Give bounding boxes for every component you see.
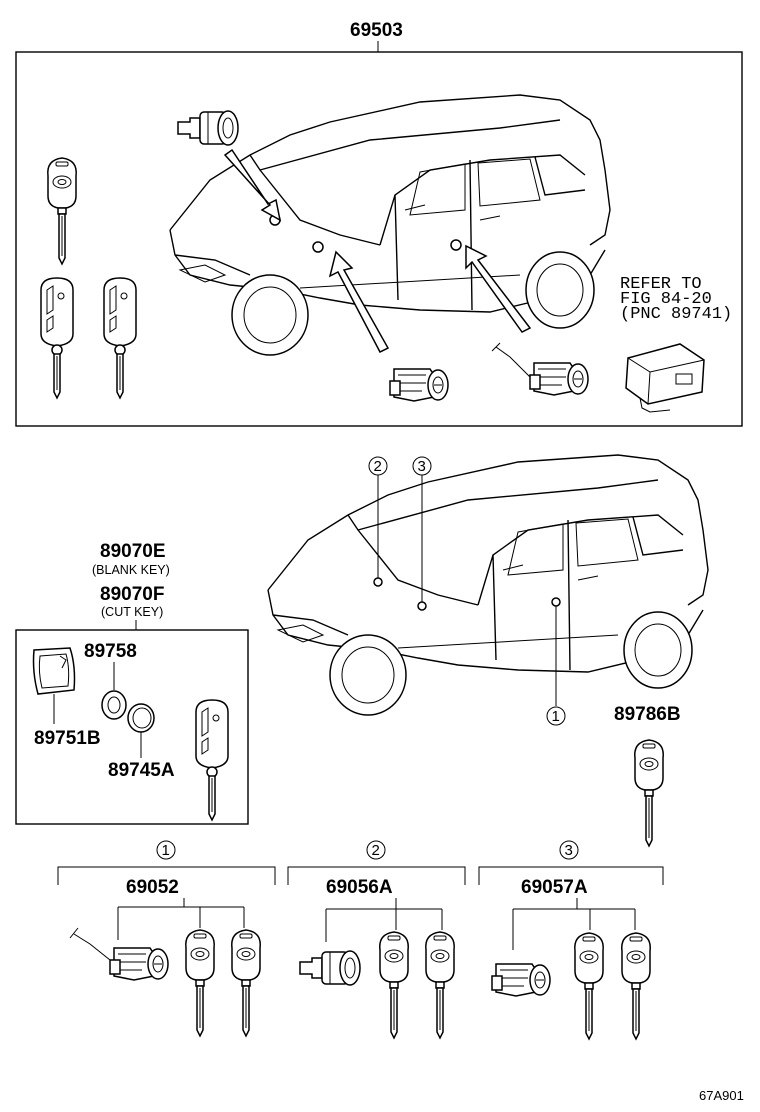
key-top	[47, 157, 77, 265]
callout-3-bottom: 3	[565, 842, 573, 859]
key-set-3-b	[621, 932, 651, 1040]
callout-2-circle	[366, 840, 386, 860]
key-set-2-b	[425, 931, 455, 1039]
callout-3-circle	[559, 840, 579, 860]
key-cover-89751b	[32, 647, 76, 695]
callout-2-top: 2	[374, 458, 382, 475]
label-69057a: 69057A	[521, 877, 588, 898]
callout-3-top: 3	[418, 458, 426, 475]
key-set-3-a	[574, 932, 604, 1040]
label-89070f: 89070F	[100, 584, 164, 605]
label-89751b: 89751B	[34, 728, 101, 749]
figure-code: 67A901	[699, 1088, 744, 1103]
glove-box-lock-cylinder	[389, 368, 449, 402]
location-dot-door	[450, 239, 462, 251]
callout-1-circle	[156, 840, 176, 860]
label-69056a: 69056A	[326, 877, 393, 898]
bracket-set-3	[478, 866, 664, 885]
ignition-cylinder-set-2	[299, 950, 361, 986]
door-lock-cylinder-set-1	[69, 927, 169, 981]
ignition-cylinder-top	[177, 110, 239, 146]
refer-note-line1: REFER TO	[620, 275, 702, 294]
bracket-set-2	[287, 866, 466, 885]
frame-89070	[15, 629, 249, 825]
callout-1-bottom: 1	[162, 842, 170, 859]
key-set-1-a	[185, 929, 215, 1037]
arrow-door	[465, 244, 532, 333]
refer-note-line3: (PNC 89741)	[620, 305, 732, 324]
callout-2-marker: 2	[368, 456, 388, 587]
remote-key-top-right	[103, 277, 137, 399]
battery-89745a	[127, 703, 155, 733]
bracket-set-1	[57, 866, 276, 885]
label-cut-key: (CUT KEY)	[101, 605, 163, 619]
label-blank-key: (BLANK KEY)	[92, 563, 170, 577]
door-lock-cylinder	[491, 342, 589, 396]
arrow-glove	[328, 250, 390, 353]
frame-69503	[15, 51, 743, 427]
label-69052: 69052	[126, 877, 179, 898]
label-89070e: 89070E	[100, 541, 166, 562]
immobiliser-ecu	[625, 343, 705, 413]
label-89758: 89758	[84, 641, 137, 662]
glove-box-lock-set-3	[491, 963, 551, 997]
key-89786b	[634, 739, 664, 847]
transponder-chip-89758	[101, 690, 127, 720]
label-89786b: 89786B	[614, 704, 681, 725]
callout-2-bottom: 2	[372, 842, 380, 859]
callout-3-marker: 3	[412, 456, 432, 611]
leader-69056a	[325, 898, 443, 942]
callout-1-marker: 1	[546, 597, 566, 726]
leader-69057a	[512, 898, 636, 950]
refer-note-line2: FIG 84-20	[620, 290, 712, 309]
leader-69052	[117, 898, 245, 940]
location-dot-glove	[312, 241, 324, 253]
key-set-1-b	[231, 929, 261, 1037]
vehicle-middle-illustration	[267, 454, 709, 716]
key-set-2-a	[379, 931, 409, 1039]
label-69503: 69503	[350, 20, 403, 41]
arrow-ignition	[223, 148, 282, 222]
callout-1-middle: 1	[552, 708, 560, 725]
label-89745a: 89745A	[108, 760, 175, 781]
remote-key-top-left	[40, 277, 74, 399]
remote-key-box	[195, 699, 229, 821]
